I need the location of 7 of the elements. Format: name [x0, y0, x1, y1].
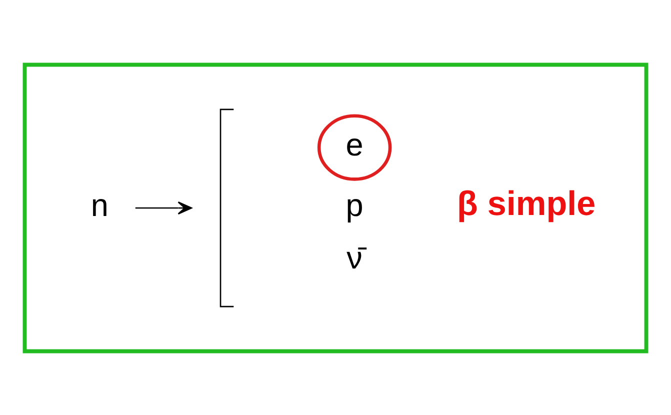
label: β simple: [457, 184, 596, 222]
node-text: p: [346, 186, 364, 223]
node-bracket: [220, 108, 234, 307]
node-ellipse: e: [317, 114, 392, 180]
node-text: n: [90, 186, 108, 223]
cluster: [22, 62, 648, 353]
arrow: [135, 200, 192, 214]
